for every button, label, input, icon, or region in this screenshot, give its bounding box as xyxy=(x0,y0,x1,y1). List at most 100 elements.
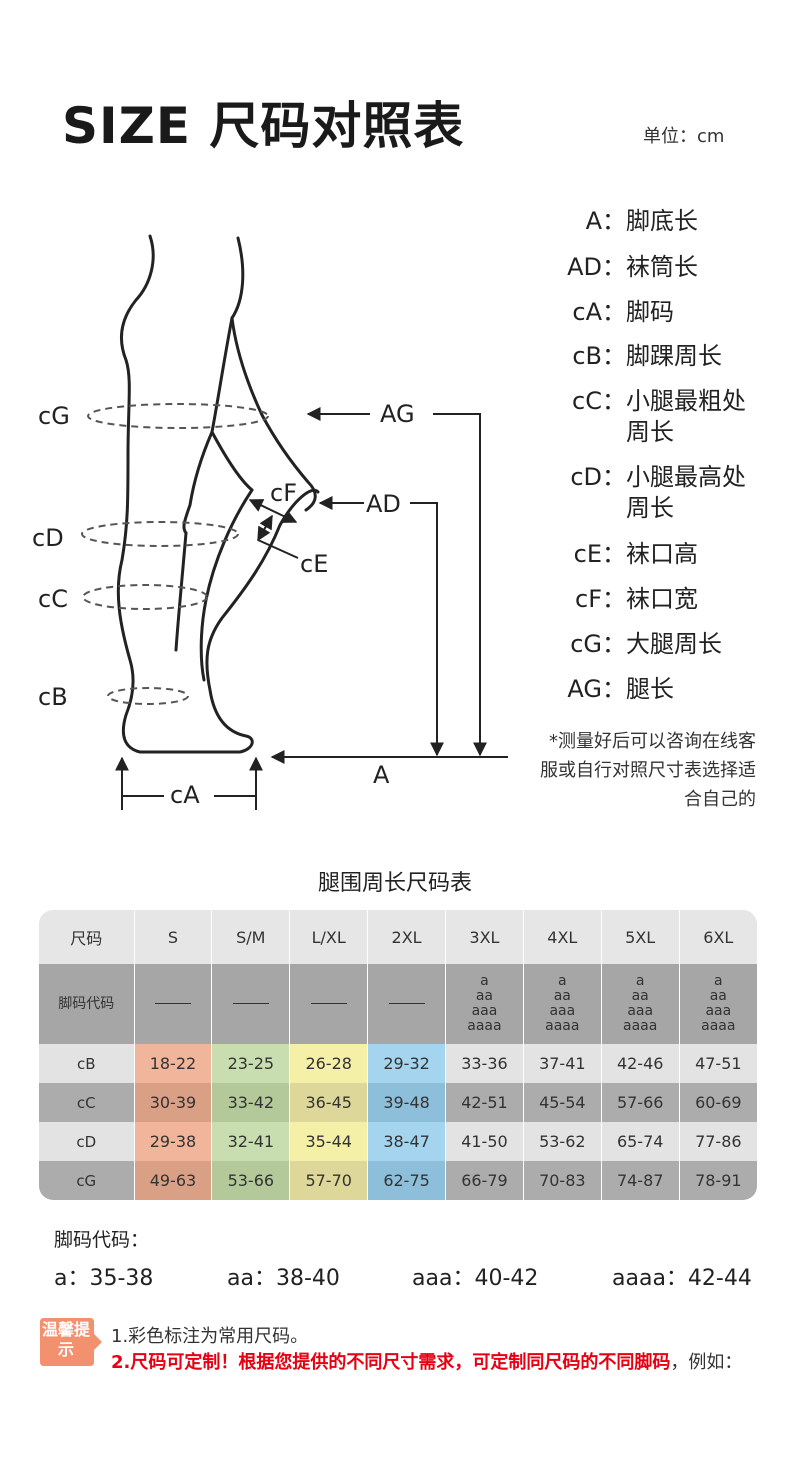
header-cell: 3XL xyxy=(445,910,524,964)
header-cell: 尺码 xyxy=(39,910,135,964)
cB-ellipse xyxy=(107,687,189,705)
measurement-note: *测量好后可以咨询在线客服或自行对照尺寸表选择适合自己的 xyxy=(540,731,756,810)
page-title: SIZE 尺码对照表 xyxy=(62,97,465,155)
table-cell: 18-22 xyxy=(134,1044,213,1083)
tip-badge: 温馨提示 xyxy=(40,1318,104,1366)
header-cell: 6XL xyxy=(679,910,757,964)
foot-code: aa xyxy=(631,988,649,1004)
row-label: cG xyxy=(39,1161,135,1200)
legend-row: AG：腿长 xyxy=(567,675,674,703)
table-cell: 60-69 xyxy=(679,1083,757,1122)
label-cF: cF xyxy=(270,479,297,507)
cD-ellipse xyxy=(81,521,239,547)
foot-code: a xyxy=(480,973,489,989)
legend-row: cA：脚码 xyxy=(572,298,674,326)
foot-code: a xyxy=(635,973,645,989)
table-cell: 62-75 xyxy=(367,1161,446,1200)
tip-badge-label: 温馨提示 xyxy=(42,1320,91,1359)
table-cell: 53-66 xyxy=(211,1161,291,1200)
table-cell xyxy=(289,964,369,1044)
foot-code: aa xyxy=(475,988,494,1004)
table-cell: 33-42 xyxy=(211,1083,291,1122)
row-label: cB xyxy=(39,1044,135,1083)
cE-arrow xyxy=(257,514,273,542)
AD-line xyxy=(410,502,444,757)
row-label: 脚码代码 xyxy=(39,964,135,1044)
table-cell: 42-51 xyxy=(445,1083,524,1122)
foot-code: aaaa xyxy=(545,1018,580,1034)
table-cell: 23-25 xyxy=(211,1044,291,1083)
dash-mark xyxy=(154,1003,191,1004)
table-cell: 77-86 xyxy=(679,1122,757,1161)
foot-code: a xyxy=(714,973,723,989)
label-AD: AD xyxy=(366,490,401,518)
table-cell: 65-74 xyxy=(601,1122,680,1161)
table-cell: 29-38 xyxy=(134,1122,213,1161)
tip-badge-shape xyxy=(40,1318,102,1366)
table-cell: 39-48 xyxy=(367,1083,446,1122)
table-cell: 78-91 xyxy=(679,1161,757,1200)
tip-line-1: 1.彩色标注为常用尺码。 xyxy=(111,1326,309,1347)
calf-front xyxy=(210,430,254,492)
foot-code: aaaa xyxy=(623,1018,658,1034)
foot-code: aaaa xyxy=(701,1018,736,1034)
legend-row: A：脚底长 xyxy=(585,207,698,235)
label-cA: cA xyxy=(170,781,200,809)
label-AG: AG xyxy=(380,400,415,428)
foot-code-item: aaa：40-42 xyxy=(412,1266,539,1291)
table-cell: 29-32 xyxy=(367,1044,446,1083)
cG-ellipse xyxy=(87,403,269,429)
header-cell: 4XL xyxy=(523,910,602,964)
front-leg-outline xyxy=(230,236,317,512)
table-row: cD 29-38 32-41 35-44 38-47 41-50 53-62 6… xyxy=(39,1122,757,1161)
table-cell xyxy=(134,964,213,1044)
AG-line xyxy=(433,413,487,757)
size-table: 尺码 S S/M L/XL 2XL 3XL 4XL 5XL 6XL 脚码代码 a… xyxy=(39,910,757,1200)
header-cell: 2XL xyxy=(367,910,446,964)
table-cell: 33-36 xyxy=(445,1044,524,1083)
cF-arrow xyxy=(248,499,298,523)
table-cell: 57-66 xyxy=(601,1083,680,1122)
cE-pointer xyxy=(257,539,299,559)
table-cell: 38-47 xyxy=(367,1122,446,1161)
front-leg-inner xyxy=(182,316,234,535)
foot-code: aaaa xyxy=(467,1018,502,1034)
table-cell: 42-46 xyxy=(601,1044,680,1083)
foot-code: aa xyxy=(553,988,571,1004)
legend-row: cF：袜口宽 xyxy=(575,585,698,613)
table-cell: 74-87 xyxy=(601,1161,680,1200)
header-cell: S/M xyxy=(211,910,291,964)
legend-row: cE：袜口高 xyxy=(573,540,698,568)
header-cell: S xyxy=(134,910,213,964)
table-cell: 35-44 xyxy=(289,1122,369,1161)
leg-measurement-diagram: cG cD cC cB cA AG AD cF cE A xyxy=(32,234,508,810)
tip-line-2: 2.尺码可定制！根据您提供的不同尺寸需求，可定制同尺码的不同脚码，例如： xyxy=(111,1349,761,1376)
tip-line-2-prefix: 2. xyxy=(111,1352,131,1373)
label-cG: cG xyxy=(38,402,70,430)
table-cell: 49-63 xyxy=(134,1161,213,1200)
legend-row: cD：小腿最高处周长 xyxy=(570,463,746,522)
label-cC: cC xyxy=(38,585,68,613)
table-cell: 53-62 xyxy=(523,1122,602,1161)
table-row: cC 30-39 33-42 36-45 39-48 42-51 45-54 5… xyxy=(39,1083,757,1122)
header-cell: L/XL xyxy=(289,910,369,964)
back-leg-outline xyxy=(116,234,320,754)
dash-mark xyxy=(388,1003,425,1004)
table-cell: 32-41 xyxy=(211,1122,291,1161)
table-cell: 30-39 xyxy=(134,1083,213,1122)
foot-code: aaa xyxy=(471,1003,498,1019)
foot-code: aa xyxy=(709,988,727,1004)
tip-line-2-rest: ，例如： xyxy=(670,1352,743,1373)
foot-code: a xyxy=(558,973,567,989)
label-cD: cD xyxy=(32,524,64,552)
table-cell: 37-41 xyxy=(523,1044,602,1083)
table-cell: 57-70 xyxy=(289,1161,369,1200)
table-header-row: 尺码 S S/M L/XL 2XL 3XL 4XL 5XL 6XL xyxy=(39,910,757,964)
foot-code: aaa xyxy=(705,1003,732,1019)
foot-code: aaa xyxy=(549,1003,576,1019)
